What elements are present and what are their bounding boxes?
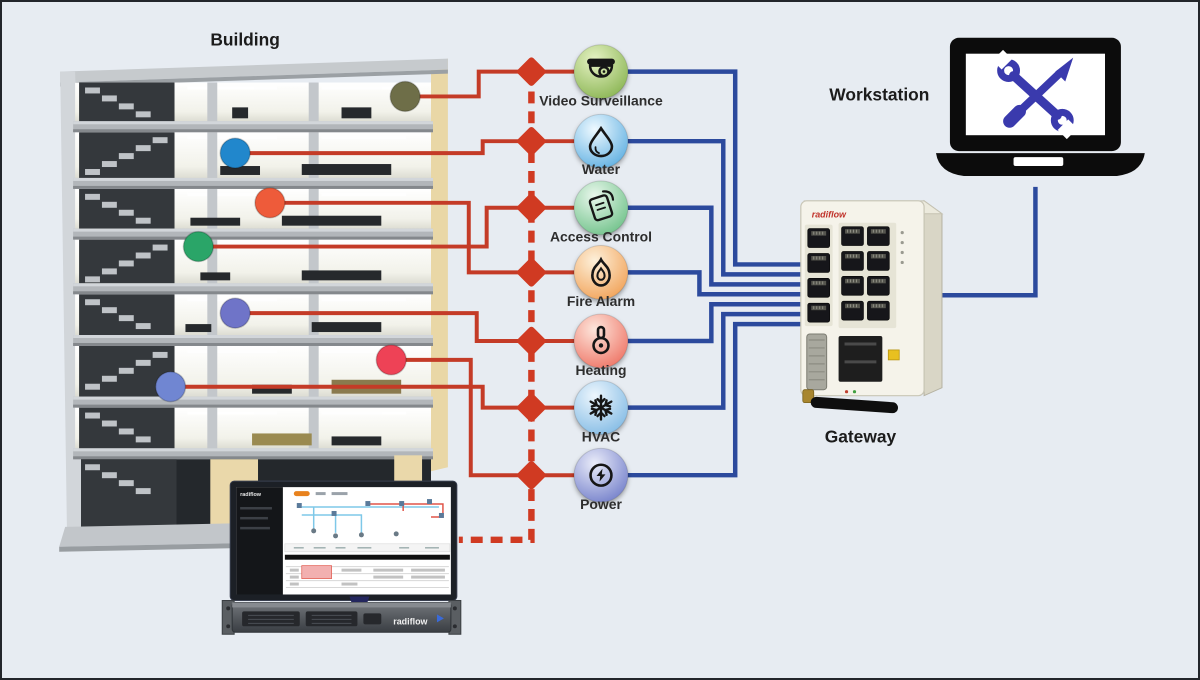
connection-diamond [517, 126, 546, 156]
building-label: Building [210, 30, 279, 50]
thermometer-icon [592, 325, 610, 355]
building-right-edge [431, 58, 448, 472]
floor-dot-heating [219, 297, 251, 329]
connection-diamond [517, 460, 546, 490]
floor-dot-power [375, 344, 407, 376]
monitor-screen-app: radiflow [236, 487, 451, 595]
label-access-control: Access Control [550, 229, 652, 245]
rack-server: radiflow [221, 599, 462, 635]
floor-dot-fire-alarm [254, 187, 286, 219]
building-stairwell [79, 82, 175, 449]
red-dashed-bus [458, 71, 535, 544]
label-heating: Heating [575, 362, 626, 378]
floor-dot-water [219, 137, 251, 169]
keycard-icon [588, 190, 615, 222]
label-video-surveillance: Video Surveillance [539, 92, 663, 108]
monitoring-station: radiflow [221, 480, 462, 635]
gateway-device: radiflow [800, 199, 944, 414]
gateway-antenna [810, 396, 899, 414]
label-water: Water [582, 161, 621, 177]
line-gateway-to-workstation [939, 186, 1038, 298]
floor-sensor-dots [154, 80, 421, 403]
snowflake-icon [589, 394, 613, 421]
gateway-brand-logo: radiflow [812, 210, 847, 220]
building-roof [60, 58, 448, 83]
connection-diamond [517, 393, 546, 422]
flame-icon [591, 256, 611, 287]
water-drop-icon [588, 125, 614, 158]
connection-diamond [517, 258, 546, 287]
floor-dot-video-surveillance [389, 80, 421, 113]
gateway-label: Gateway [825, 426, 897, 446]
monitor-app-logo: radiflow [240, 492, 262, 498]
floor-dot-hvac [154, 371, 187, 403]
lightning-bolt-icon [589, 463, 613, 487]
label-hvac: HVAC [582, 428, 620, 444]
label-power: Power [580, 496, 622, 512]
blue-connection-lines [627, 69, 1038, 478]
tools-icon [992, 49, 1078, 140]
label-fire-alarm: Fire Alarm [567, 293, 635, 309]
system-icons [573, 44, 629, 503]
server-brand-logo: radiflow [393, 616, 427, 626]
workstation-laptop-icon [936, 37, 1145, 176]
connection-diamond [517, 193, 546, 223]
workstation-label: Workstation [829, 84, 929, 104]
bus-node-diamonds [517, 57, 546, 490]
system-icon-labels: Video Surveillance Water Access Control … [539, 92, 663, 512]
cctv-camera-icon [587, 58, 615, 78]
connection-diamond [517, 326, 546, 356]
floor-dot-access-control [182, 230, 215, 263]
building-slabs [73, 121, 433, 460]
building-illustration [59, 58, 453, 552]
connection-diamond [517, 57, 546, 86]
